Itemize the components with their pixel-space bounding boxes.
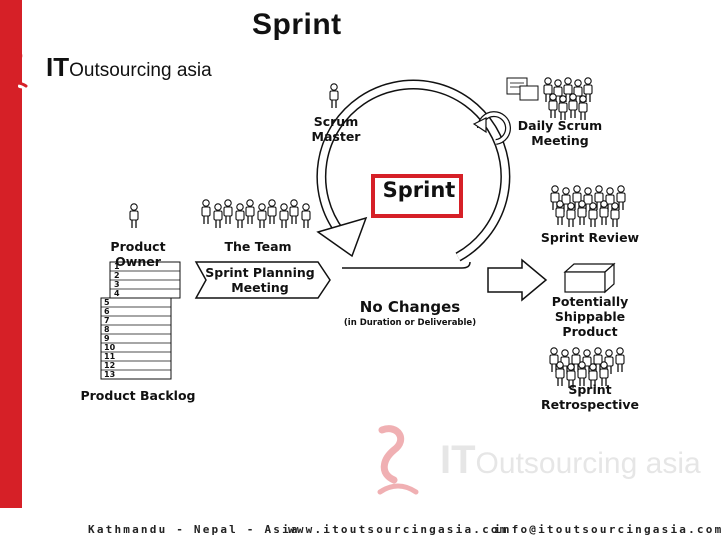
scrum-master-line2: Master [311, 129, 361, 144]
daily-scrum-label: Daily Scrum Meeting [514, 118, 606, 148]
footer-location: Kathmandu - Nepal - Asia [88, 523, 300, 536]
slide-title: Sprint [252, 8, 342, 41]
backlog-item: 6 [104, 307, 110, 316]
product-backlog-stack [100, 261, 181, 380]
sprint-planning-label: Sprint Planning Meeting [204, 265, 316, 295]
scrum-master-icon [329, 83, 339, 109]
sprint-planning-line2: Meeting [231, 280, 289, 295]
no-changes-label: No Changes [359, 298, 461, 316]
product-box-icon [563, 262, 616, 294]
scrum-master-line1: Scrum [313, 114, 359, 129]
no-changes-note: (in Duration or Deliverable) [343, 318, 477, 328]
sprint-review-label: Sprint Review [540, 230, 640, 245]
sprint-loop-arrowhead [316, 216, 368, 258]
retrospective-line1: Sprint [568, 382, 612, 397]
backlog-top-numbers: 1 2 3 4 [114, 262, 120, 298]
footer-website: www.itoutsourcingasia.com [288, 523, 509, 536]
daily-scrum-line2: Meeting [531, 133, 589, 148]
scrum-master-label: Scrum Master [306, 114, 366, 144]
sprint-planning-line1: Sprint Planning [205, 265, 315, 280]
team-label: The Team [224, 239, 292, 254]
watermark-rest: Outsourcing asia [475, 447, 701, 480]
backlog-item: 5 [104, 298, 110, 307]
sprint-planning-arrow [194, 261, 331, 299]
sprint-box [371, 174, 463, 218]
logo-it: IT [46, 52, 70, 82]
logo-rest: Outsourcing asia [69, 60, 212, 81]
retrospective-label: Sprint Retrospective [540, 382, 640, 412]
backlog-bottom-numbers: 5 6 7 8 9 10 11 12 13 [104, 298, 115, 379]
watermark-logo-mark-icon [372, 420, 432, 500]
shippable-line1: Potentially [551, 294, 629, 309]
backlog-item: 11 [104, 352, 116, 361]
backlog-item: 2 [114, 271, 120, 280]
backlog-item: 12 [104, 361, 116, 370]
backlog-item: 9 [104, 334, 110, 343]
backlog-item: 7 [104, 316, 110, 325]
backlog-item: 4 [114, 289, 120, 298]
backlog-item: 3 [114, 280, 120, 289]
logo-text: ITOutsourcing asia [46, 52, 212, 83]
backlog-item: 8 [104, 325, 110, 334]
backlog-item: 13 [104, 370, 116, 379]
retrospective-line2: Retrospective [541, 397, 639, 412]
sprint-loop-inner [317, 81, 509, 261]
shippable-product-label: Potentially Shippable Product [546, 294, 634, 339]
output-arrow [487, 258, 548, 302]
daily-scrum-line1: Daily Scrum [517, 118, 603, 133]
footer-email: info@itoutsourcingasia.com [494, 523, 724, 536]
left-accent-bar [0, 0, 22, 508]
watermark-it: IT [440, 438, 476, 482]
sprint-review-people-icon [550, 185, 626, 228]
logo-mark-icon [4, 46, 40, 90]
watermark-logo-text: ITOutsourcing asia [440, 438, 701, 483]
team-icon [201, 199, 311, 229]
daily-scrum-people-icon [506, 77, 593, 121]
backlog-item: 10 [104, 343, 116, 352]
product-owner-label: Product Owner [110, 239, 166, 269]
shippable-line2: Shippable [554, 309, 626, 324]
product-backlog-label: Product Backlog [80, 388, 196, 403]
shippable-line3: Product [562, 324, 618, 339]
backlog-item: 1 [114, 262, 120, 271]
sprint-box-label: Sprint [382, 178, 456, 202]
product-owner-icon [129, 203, 139, 229]
